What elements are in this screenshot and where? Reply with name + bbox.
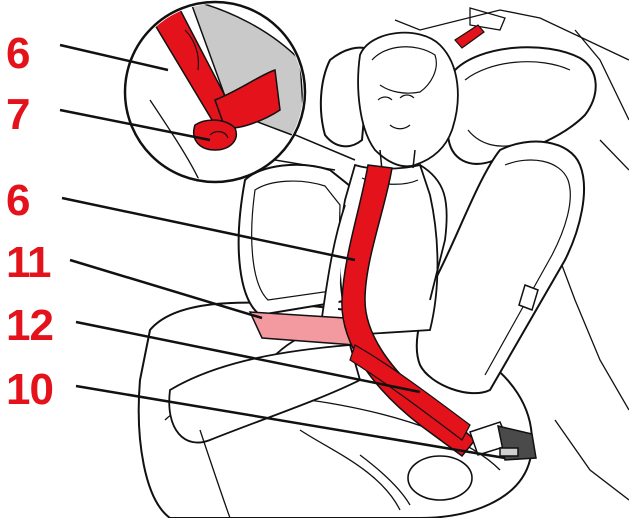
headrest-belt-guide (455, 25, 484, 48)
callout-11-shoulder-guide: 11 (6, 241, 51, 285)
callout-6-shoulder-detail: 6 (6, 32, 29, 76)
callout-6-shoulder-belt: 6 (6, 179, 29, 223)
detail-magnifier (125, 0, 355, 182)
leader-line-11 (70, 260, 262, 318)
callout-7-buckle-detail: 7 (6, 93, 29, 137)
seat-right-wing (417, 142, 584, 394)
callout-10-belt-lock: 10 (6, 368, 53, 412)
callout-12-lap-guide: 12 (6, 304, 53, 348)
